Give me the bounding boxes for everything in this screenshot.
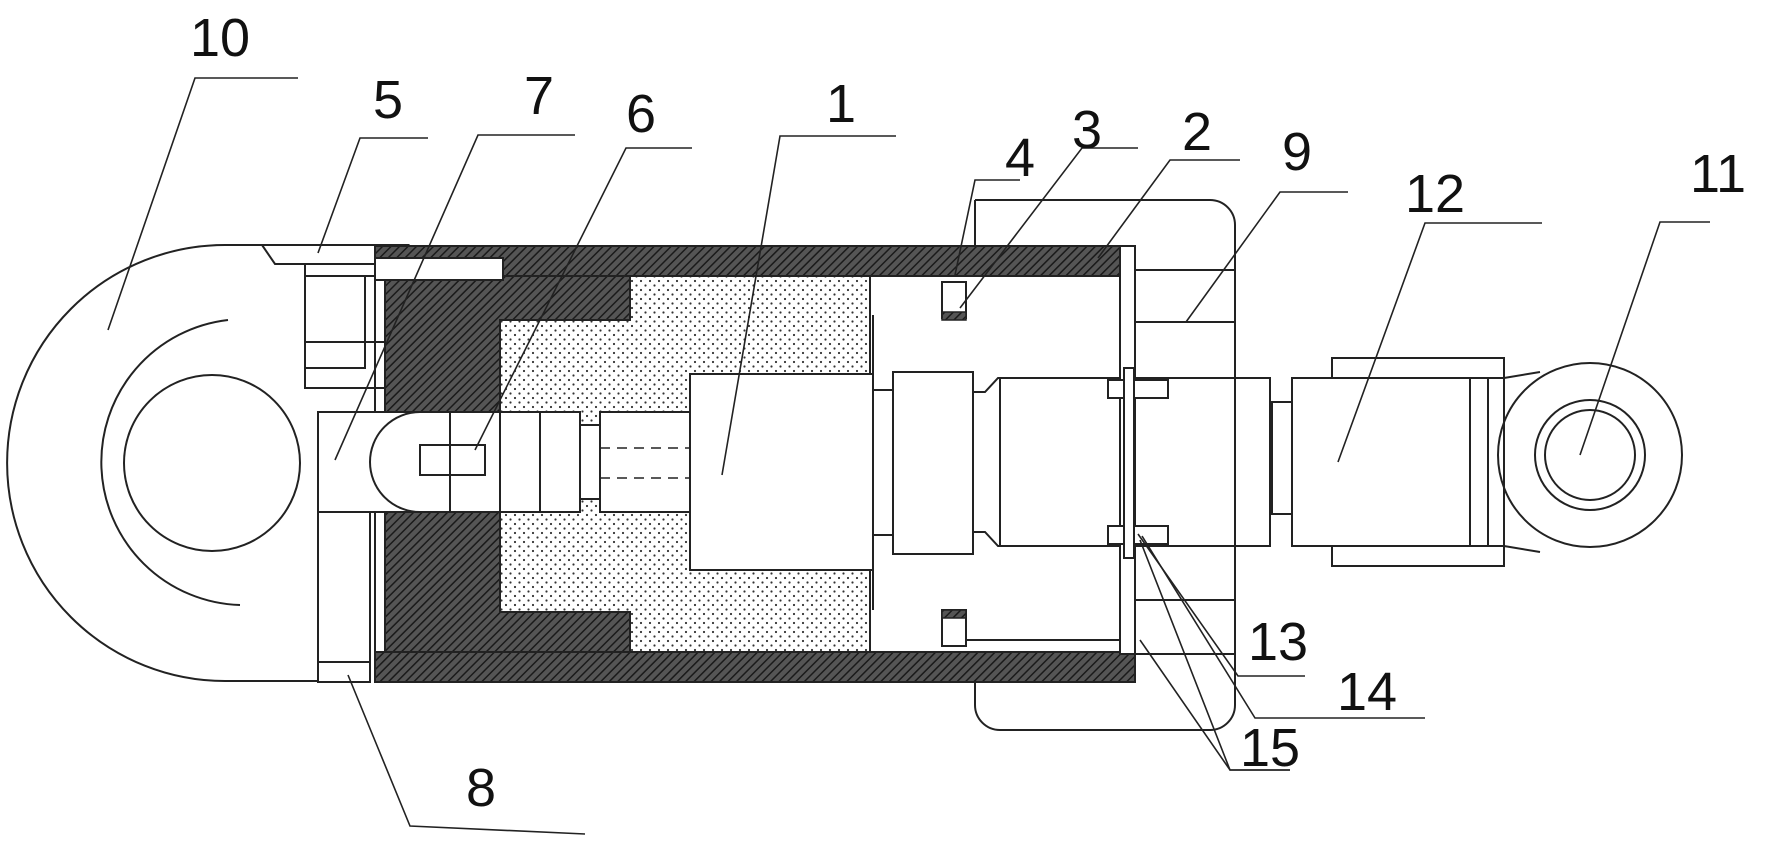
label-15: 15 [1240, 718, 1300, 778]
label-1: 1 [826, 74, 856, 134]
label-13: 13 [1248, 612, 1308, 672]
label-8: 8 [466, 758, 496, 818]
label-2: 2 [1182, 102, 1212, 162]
piston-rod [893, 372, 1292, 554]
rear-clevis-eye [7, 245, 320, 681]
label-11: 11 [1690, 144, 1746, 204]
label-6: 6 [626, 84, 656, 144]
label-5: 5 [373, 70, 403, 130]
label-10: 10 [190, 8, 250, 68]
label-12: 12 [1405, 164, 1465, 224]
label-7: 7 [524, 66, 554, 126]
label-3: 3 [1072, 100, 1102, 160]
front-rod-eye [1498, 363, 1682, 552]
label-4: 4 [1005, 128, 1035, 188]
valve-plunger [370, 412, 690, 512]
label-9: 9 [1282, 122, 1312, 182]
label-14: 14 [1337, 662, 1397, 722]
connecting-sleeve [1272, 358, 1504, 566]
